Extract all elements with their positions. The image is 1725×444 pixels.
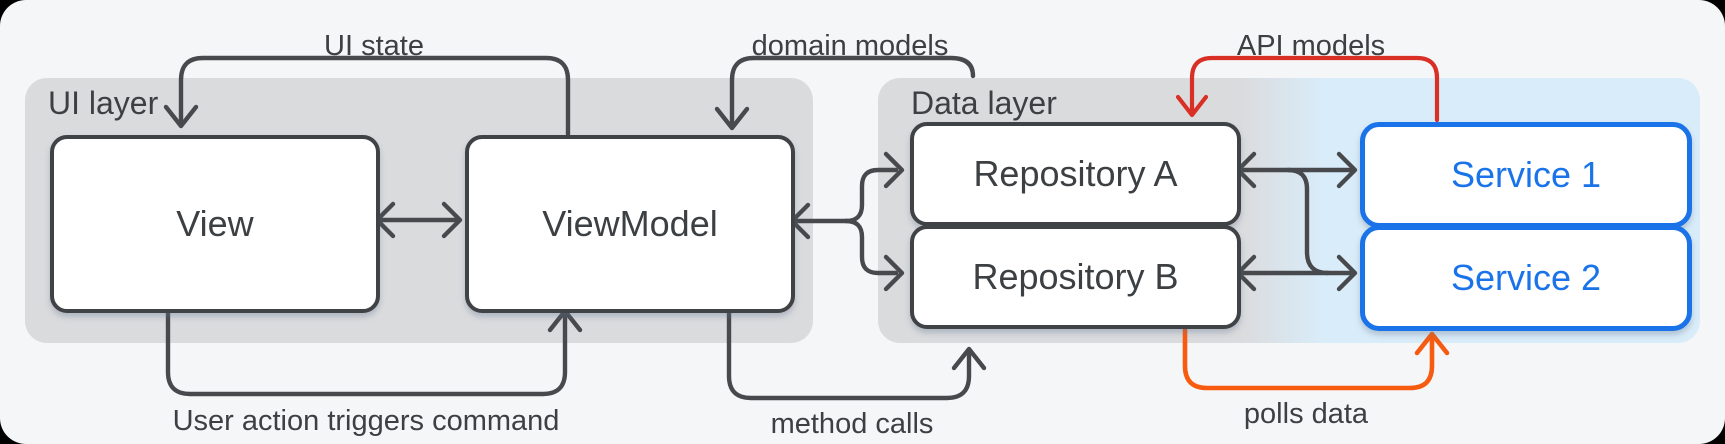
view-box: View [50, 135, 380, 313]
service-2-label: Service 2 [1450, 257, 1602, 298]
view-label: View [176, 203, 254, 244]
arrowhead-up-icon [951, 346, 987, 371]
method-calls-annotation: method calls [770, 408, 934, 440]
viewmodel-box: ViewModel [465, 135, 795, 313]
service-2-box: Service 2 [1360, 225, 1692, 331]
viewmodel-label: ViewModel [542, 203, 718, 244]
data-layer-label: Data layer [911, 85, 1057, 121]
service-1-label: Service 1 [1450, 154, 1602, 195]
polls-data-annotation: polls data [1243, 398, 1369, 430]
service-1-box: Service 1 [1360, 122, 1692, 228]
ui-layer-label: UI layer [48, 85, 159, 121]
repository-a-box: Repository A [910, 122, 1241, 226]
domain-models-annotation: domain models [751, 30, 949, 62]
repository-a-label: Repository A [973, 153, 1178, 194]
repository-b-box: Repository B [910, 225, 1241, 329]
api-models-annotation: API models [1236, 30, 1386, 62]
ui-state-annotation: UI state [324, 30, 424, 62]
user-action-annotation: User action triggers command [172, 405, 560, 437]
repository-b-label: Repository B [972, 256, 1179, 297]
